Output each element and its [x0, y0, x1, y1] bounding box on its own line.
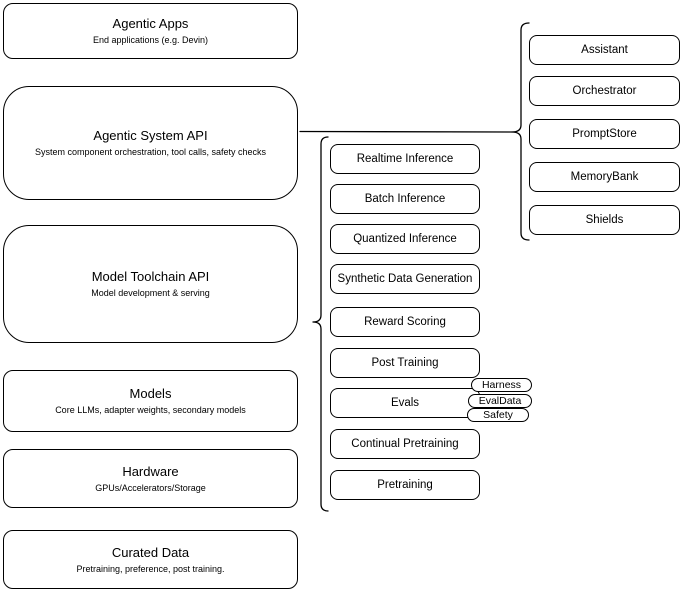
tag-evaldata: EvalData: [468, 394, 532, 408]
node-title: Models: [129, 386, 172, 401]
node-subtitle: Model development & serving: [91, 288, 210, 298]
node-title: Hardware: [122, 463, 179, 479]
node-continual-pretraining: Continual Pretraining: [330, 429, 480, 459]
node-label: Batch Inference: [364, 193, 446, 205]
node-agentic-apps: Agentic Apps End applications (e.g. Devi…: [3, 3, 298, 59]
tag-label: Safety: [483, 409, 513, 421]
node-label: Assistant: [581, 44, 628, 56]
node-shields: Shields: [529, 205, 680, 235]
node-label: Synthetic Data Generation: [337, 273, 473, 285]
node-label: Continual Pretraining: [351, 438, 459, 450]
node-title: Model Toolchain API: [91, 269, 210, 284]
node-curated-data: Curated Data Pretraining, preference, po…: [3, 530, 298, 589]
node-title: Agentic Apps: [112, 16, 189, 31]
node-subtitle: End applications (e.g. Devin): [92, 35, 209, 45]
node-evals: Evals: [330, 388, 480, 418]
right-group-brace: [511, 22, 530, 241]
node-label: Shields: [585, 214, 624, 226]
node-quantized-inference: Quantized Inference: [330, 224, 480, 254]
node-post-training: Post Training: [330, 348, 480, 378]
node-synthetic-data-generation: Synthetic Data Generation: [330, 264, 480, 294]
node-label: Orchestrator: [572, 85, 637, 97]
node-promptstore: PromptStore: [529, 119, 680, 149]
node-realtime-inference: Realtime Inference: [330, 144, 480, 174]
tag-label: Harness: [481, 379, 522, 391]
node-label: Reward Scoring: [364, 316, 446, 328]
node-label: Pretraining: [377, 479, 433, 491]
middle-group-brace: [312, 136, 329, 512]
node-reward-scoring: Reward Scoring: [330, 307, 480, 337]
tag-label: EvalData: [478, 395, 522, 407]
node-label: PromptStore: [572, 128, 637, 140]
node-title: Curated Data: [111, 544, 190, 560]
node-subtitle: Core LLMs, adapter weights, secondary mo…: [55, 405, 246, 415]
node-title: Agentic System API: [93, 128, 208, 143]
node-label: Quantized Inference: [353, 233, 457, 245]
node-subtitle: GPUs/Accelerators/Storage: [95, 482, 206, 493]
node-models: Models Core LLMs, adapter weights, secon…: [3, 370, 298, 432]
node-assistant: Assistant: [529, 35, 680, 65]
node-orchestrator: Orchestrator: [529, 76, 680, 106]
node-hardware: Hardware GPUs/Accelerators/Storage: [3, 449, 298, 508]
node-subtitle: Pretraining, preference, post training.: [76, 563, 225, 574]
node-memorybank: MemoryBank: [529, 162, 680, 192]
node-label: Post Training: [371, 357, 439, 369]
node-label: MemoryBank: [570, 171, 639, 183]
node-batch-inference: Batch Inference: [330, 184, 480, 214]
node-model-toolchain-api: Model Toolchain API Model development & …: [3, 225, 298, 343]
node-pretraining: Pretraining: [330, 470, 480, 500]
node-agentic-system-api: Agentic System API System component orch…: [3, 86, 298, 200]
node-label: Evals: [390, 397, 420, 409]
system-api-to-right-group-connector-line: [299, 130, 513, 133]
node-subtitle: System component orchestration, tool cal…: [34, 147, 267, 157]
tag-safety: Safety: [467, 408, 529, 422]
node-label: Realtime Inference: [356, 153, 454, 165]
tag-harness: Harness: [471, 378, 532, 392]
